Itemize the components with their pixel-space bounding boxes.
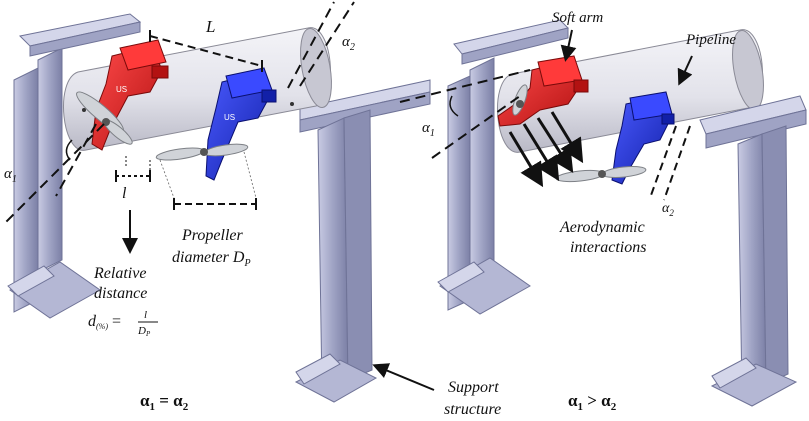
svg-text:US: US <box>224 113 235 122</box>
left-frame-back-leg <box>7 47 101 319</box>
pipeline-label: Pipeline <box>685 32 736 48</box>
svg-text:US: US <box>116 85 127 94</box>
red-propeller-tilted-icon <box>512 84 528 116</box>
length-dimension: L <box>149 17 263 72</box>
relative-distance-text: Relative distance d(%) = l DP <box>88 265 158 338</box>
right-setup: α1 α2 Soft arm Pipeline Aerodynamic inte… <box>372 10 807 418</box>
red-propeller-icon <box>76 91 133 145</box>
alpha2-lines-right: α2 <box>649 125 691 218</box>
support-label-line1: Support <box>448 379 499 396</box>
support-label-line2: structure <box>444 401 501 418</box>
distance-symbol: l <box>122 185 127 202</box>
right-frame-front-leg <box>699 95 807 407</box>
alpha1-label-left: α1 <box>4 166 17 185</box>
aero-label-line2: interactions <box>570 239 646 256</box>
propeller-label-line2: diameter DP <box>172 249 251 269</box>
support-structure-annotation: Support structure <box>372 363 501 418</box>
pipeline-annotation: Pipeline <box>677 32 736 86</box>
soft-arm-annotation: Soft arm <box>552 10 603 62</box>
soft-arm-label: Soft arm <box>552 10 603 26</box>
propeller-diameter-dimension: Propeller diameter DP <box>159 151 257 269</box>
aero-label-line1: Aerodynamic <box>559 219 645 236</box>
alpha1-lines-left: α1 <box>3 123 105 225</box>
left-caption: α1 = α2 <box>140 391 189 413</box>
alpha2-lines-left: α2 <box>287 1 355 89</box>
left-frame-front-leg <box>294 109 378 403</box>
alpha2-label-right: α2 <box>662 201 674 218</box>
relative-label-line1: Relative <box>93 265 146 282</box>
left-pipeline <box>63 27 332 151</box>
blue-propeller-right-icon <box>555 166 647 183</box>
alpha1-label-right: α1 <box>422 120 435 139</box>
aerodynamic-arrows <box>508 111 584 188</box>
blue-propeller-icon <box>155 143 249 161</box>
relative-distance-marker: l <box>115 156 151 254</box>
blue-soft-arm-right <box>611 91 675 185</box>
left-frame-top-rail <box>18 13 142 57</box>
propeller-label-line1: Propeller <box>181 227 244 244</box>
relative-label-line2: distance <box>94 285 147 302</box>
left-setup: US US L <box>3 1 431 413</box>
formula-denominator: DP <box>137 325 151 338</box>
length-label: L <box>205 17 215 36</box>
alpha2-label-left: α2 <box>342 34 355 53</box>
alpha1-lines-right: α1 <box>399 69 531 159</box>
formula-numerator: l <box>144 309 147 321</box>
right-caption: α1 > α2 <box>568 391 617 413</box>
relative-formula: d(%) = <box>88 313 121 331</box>
